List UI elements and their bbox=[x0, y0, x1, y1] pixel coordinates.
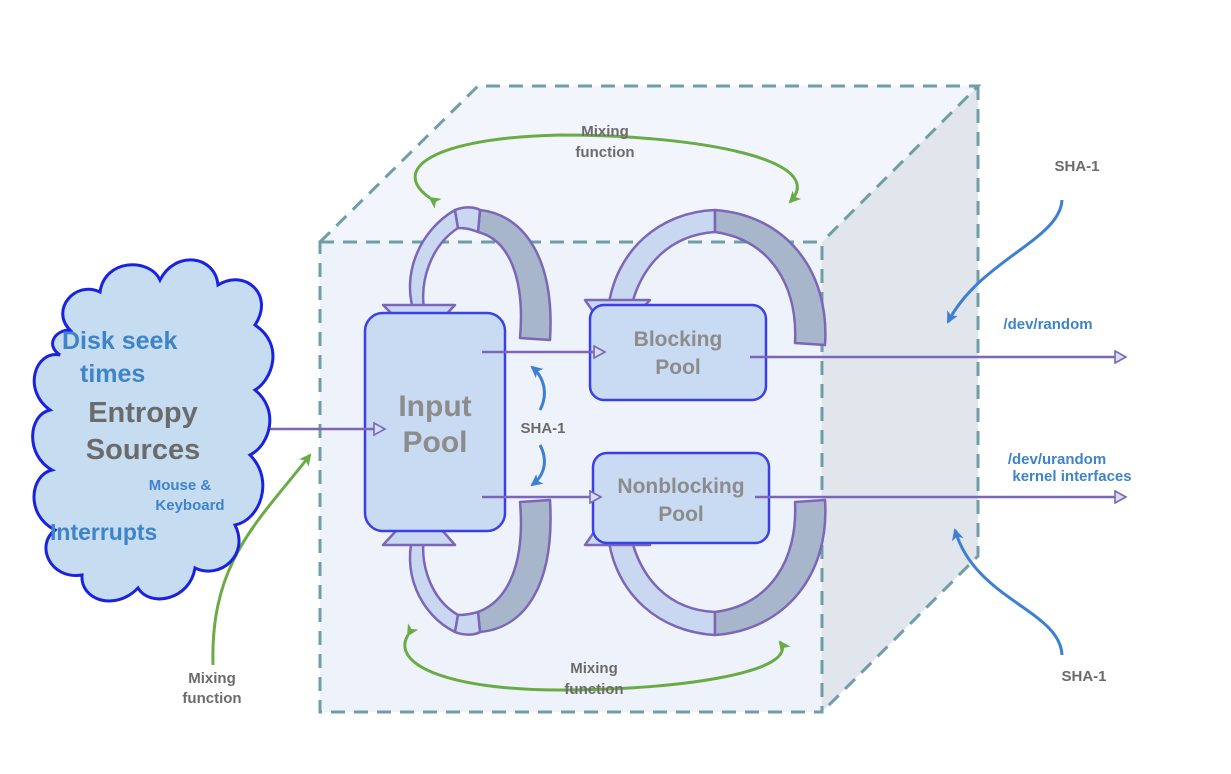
mixing-top-label-1: Mixing bbox=[581, 123, 629, 140]
mixing-top-arrow bbox=[413, 133, 802, 209]
sha-bottom-right-label: SHA-1 bbox=[1061, 668, 1106, 685]
dev-random-label: /dev/random bbox=[1003, 316, 1092, 333]
cube-side-edge bbox=[820, 86, 980, 714]
sha-top-right-label: SHA-1 bbox=[1054, 158, 1099, 175]
sha-center-down-arrow bbox=[530, 444, 546, 487]
cube-front-edge bbox=[318, 240, 824, 714]
entropy-cloud: Disk seek times Entropy Sources Mouse & … bbox=[31, 258, 275, 603]
mixing-bottom-arrow bbox=[403, 623, 791, 692]
mixing-bottom-label-2: function bbox=[564, 681, 623, 698]
blocking-pool-label-1: Blocking bbox=[634, 328, 723, 351]
interrupts-label: Interrupts bbox=[50, 519, 157, 545]
blocking-pool bbox=[588, 303, 768, 402]
mixing-left-label-2: function bbox=[182, 690, 241, 707]
mixing-bottom-label-1: Mixing bbox=[570, 660, 618, 677]
mixing-left-arrow bbox=[211, 453, 312, 666]
entropy-label-1: Entropy bbox=[88, 397, 198, 429]
disk-seek-label-1: Disk seek bbox=[62, 327, 177, 355]
input-pool bbox=[363, 311, 507, 533]
mouse-label-1: Mouse & bbox=[149, 477, 212, 494]
kernel-interfaces-label: kernel interfaces bbox=[1012, 468, 1131, 485]
mixing-top-label-2: function bbox=[575, 144, 634, 161]
cloud-shape bbox=[31, 258, 275, 603]
blocking-pool-label-2: Pool bbox=[655, 356, 701, 379]
input-pool-label-2: Pool bbox=[403, 426, 468, 459]
cube-side-face bbox=[822, 86, 978, 712]
dev-urandom-label: /dev/urandom bbox=[1008, 451, 1106, 468]
mixing-left-label-1: Mixing bbox=[188, 670, 236, 687]
nonblocking-pool bbox=[591, 451, 771, 545]
input-pool-label-1: Input bbox=[398, 390, 471, 423]
entropy-label-2: Sources bbox=[86, 434, 200, 466]
mouse-label-2: Keyboard bbox=[155, 497, 224, 514]
cube-top-edge bbox=[318, 84, 982, 244]
nonblocking-pool-label-1: Nonblocking bbox=[617, 475, 744, 498]
disk-seek-label-2: times bbox=[80, 360, 145, 388]
sha-top-right-arrow bbox=[946, 199, 1064, 324]
sha-center-up-arrow bbox=[530, 365, 546, 411]
sha-center-label: SHA-1 bbox=[520, 420, 565, 437]
sha-bottom-right-arrow bbox=[951, 528, 1064, 656]
nonblocking-pool-label-2: Pool bbox=[658, 503, 704, 526]
